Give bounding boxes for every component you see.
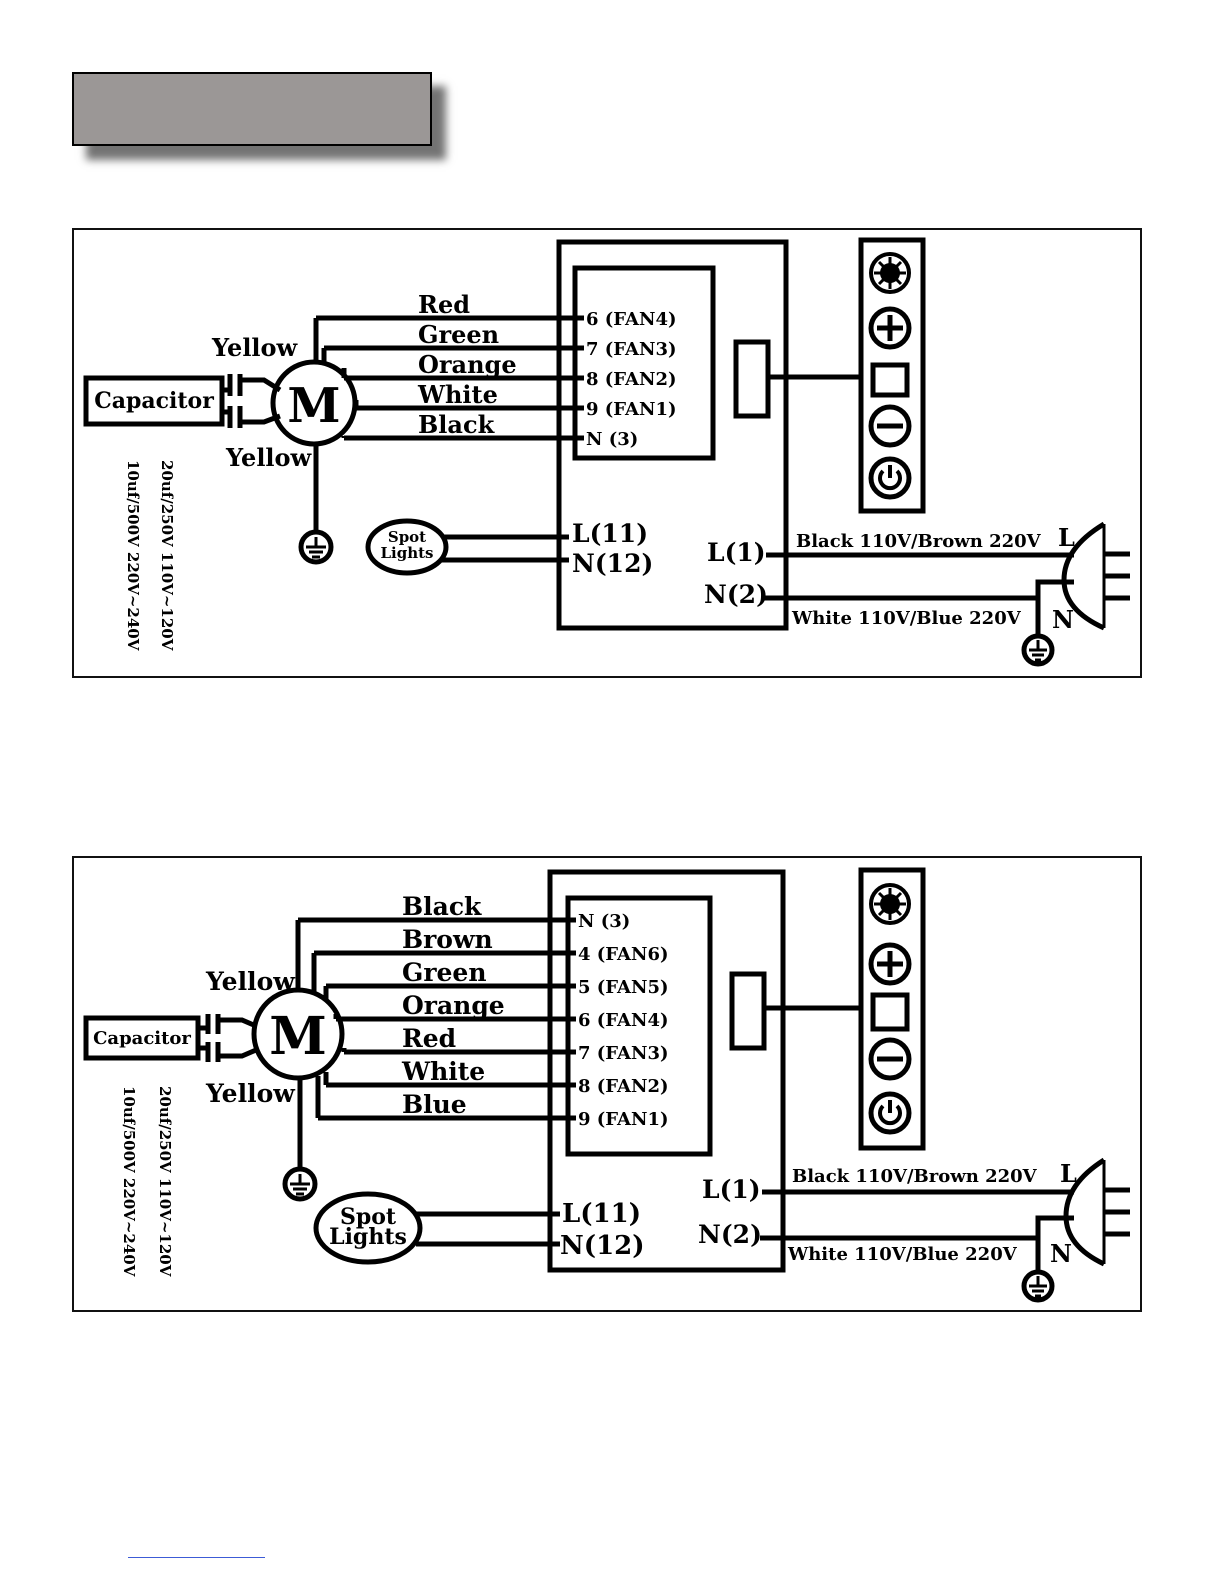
wire-color-label: Red (402, 1024, 456, 1053)
square-icon (870, 362, 910, 398)
switch-component (729, 971, 767, 1051)
terminal-label: 8 (FAN2) (586, 369, 677, 390)
spot-lights (365, 518, 449, 576)
capacitor-label: Capacitor (93, 1028, 191, 1049)
terminal-n12: N(12) (572, 549, 653, 578)
wire-color-label: Red (418, 290, 470, 319)
terminal-n2: N(2) (698, 1220, 762, 1249)
terminal-label: N (3) (586, 429, 638, 450)
wire-color-label: Black (402, 892, 482, 921)
control-board (556, 239, 789, 631)
supply-n-label: White 110V/Blue 220V (791, 608, 1022, 629)
terminal-label: 8 (FAN2) (578, 1076, 669, 1097)
power-icon (868, 1091, 912, 1135)
spot-label-2: Lights (380, 544, 433, 562)
plug-icon (1061, 521, 1130, 631)
yellow-label-bottom: Yellow (225, 443, 313, 472)
terminal-label: 6 (FAN4) (578, 1010, 669, 1031)
capacitor (83, 1015, 201, 1061)
wire-color-label: Orange (402, 991, 505, 1020)
relay-block (572, 265, 716, 461)
wire-color-label: Green (402, 958, 487, 987)
minus-icon (868, 1037, 912, 1081)
terminal-l1: L(1) (707, 538, 766, 567)
spot-label-1: Spot (340, 1204, 397, 1230)
power-icon (868, 456, 912, 500)
motor-label: M (269, 1006, 327, 1067)
yellow-label-top: Yellow (211, 333, 299, 362)
supply-l-label: Black 110V/Brown 220V (796, 531, 1042, 552)
terminal-label: N (3) (578, 911, 630, 932)
square-icon (870, 992, 910, 1032)
terminal-n2: N(2) (704, 580, 768, 609)
supply-l-label: Black 110V/Brown 220V (792, 1166, 1038, 1187)
terminal-label: 5 (FAN5) (578, 977, 669, 998)
footer-rule (128, 1557, 265, 1558)
terminal-label: 7 (FAN3) (578, 1043, 669, 1064)
cap-spec-right: 20uf/250V 110V~120V (156, 1086, 174, 1277)
spot-label-1: Spot (388, 528, 426, 546)
capacitor (83, 375, 225, 427)
capacitor-label: Capacitor (94, 388, 214, 414)
cap-spec-right: 20uf/250V 110V~120V (158, 460, 176, 651)
plus-icon (868, 942, 912, 986)
plug-n-label: N (1052, 605, 1074, 634)
terminal-label: 6 (FAN4) (586, 309, 677, 330)
fan-speed-icon (869, 883, 911, 925)
wire-color-label: Black (418, 410, 496, 439)
ground-icon-plug (1021, 1269, 1055, 1303)
relay-block (565, 895, 713, 1157)
wire-color-label: Blue (402, 1090, 467, 1119)
wire-color-label: White (417, 380, 498, 409)
wiring-diagram-7-wire: M Capacitor Yellow Yellow 10uf/500V 220V… (72, 856, 1142, 1312)
wiring-diagram-5-wire: M Capacitor Yellow Yellow 10uf/500V 220V… (72, 228, 1142, 678)
control-board (547, 869, 786, 1273)
yellow-label-bottom: Yellow (205, 1079, 296, 1108)
terminal-n12: N(12) (560, 1231, 645, 1261)
motor-wires: Black N (3) Brown 4 (FAN6) Green 5 (FAN5) Oran… (295, 892, 669, 1130)
motor-wires: Red 6 (FAN4) Green 7 (FAN3) Orange 8 (FAN2) Wh… (313, 290, 677, 450)
terminal-label: 7 (FAN3) (586, 339, 677, 360)
plus-icon (868, 306, 912, 350)
keypad (858, 867, 926, 1151)
wire-color-label: Green (418, 320, 499, 349)
plug-icon (1063, 1157, 1130, 1267)
yellow-label-top: Yellow (205, 967, 296, 996)
title-box (72, 72, 432, 146)
wire-color-label: Brown (402, 925, 493, 954)
keypad (858, 237, 926, 514)
fan-speed-icon (869, 252, 911, 294)
ground-icon (282, 1166, 318, 1202)
spot-label-2: Lights (329, 1224, 407, 1250)
terminal-label: 9 (FAN1) (578, 1109, 669, 1130)
terminal-l1: L(1) (702, 1175, 761, 1204)
supply-n-label: White 110V/Blue 220V (787, 1244, 1018, 1265)
cap-spec-left: 10uf/500V 220V~240V (124, 460, 142, 651)
terminal-label: 4 (FAN6) (578, 944, 669, 965)
plug-n-label: N (1050, 1239, 1072, 1268)
plug-l-label: L (1060, 1159, 1077, 1188)
switch-component (733, 339, 771, 419)
terminal-label: 9 (FAN1) (586, 399, 677, 420)
motor-label: M (287, 378, 340, 434)
plug-l-label: L (1058, 523, 1075, 552)
terminal-l11: L(11) (572, 519, 648, 548)
cap-spec-left: 10uf/500V 220V~240V (120, 1086, 138, 1277)
wire-color-label: White (401, 1057, 485, 1086)
terminal-l11: L(11) (562, 1199, 641, 1229)
minus-icon (868, 404, 912, 448)
wire-color-label: Orange (418, 350, 517, 379)
spot-lights (313, 1191, 423, 1265)
ground-icon (298, 529, 334, 565)
ground-icon-plug (1021, 633, 1055, 667)
